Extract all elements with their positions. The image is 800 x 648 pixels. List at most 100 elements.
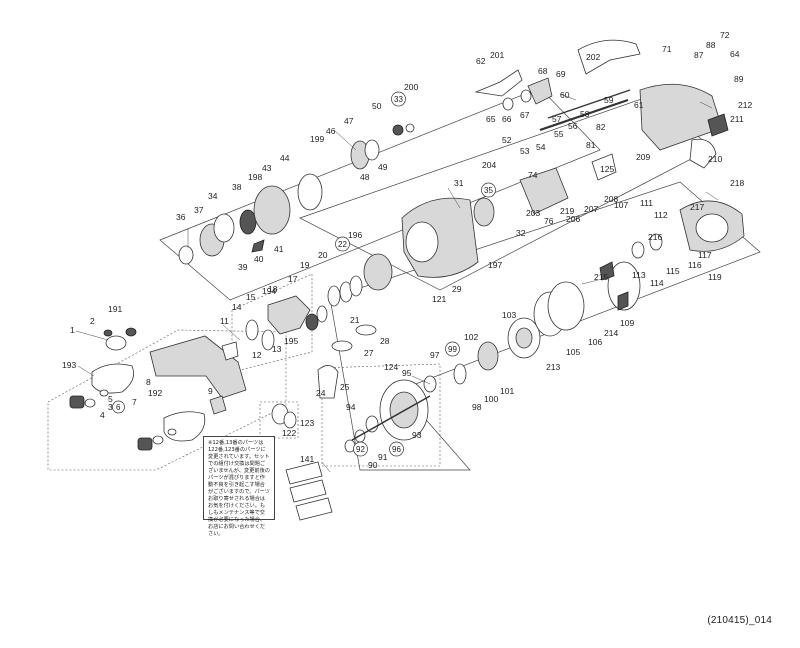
part-label-218: 218 [730,178,744,188]
part-label-2: 2 [90,316,95,326]
part-label-60: 60 [560,90,570,100]
part-label-103: 103 [502,310,516,320]
part-label-25: 25 [340,382,350,392]
part-number-text: 82 [596,122,606,132]
part-label-11: 11 [220,316,229,326]
part-label-88: 88 [706,40,716,50]
part-number-text: 191 [108,304,122,314]
part-label-91: 91 [378,452,388,462]
part-number-text: 95 [402,368,412,378]
part-number-text: 60 [560,90,570,100]
part-label-47: 47 [344,116,354,126]
part-number-text: 106 [588,337,602,347]
part-label-206: 206 [566,214,580,224]
part-number-text: 119 [708,272,722,282]
part-number-text: 90 [368,460,378,470]
part-label-197: 197 [488,260,502,270]
part-number-text: 31 [454,178,464,188]
part-number-text: 207 [584,204,598,214]
plates-141 [285,461,333,521]
part-label-18: 18 [268,284,278,294]
part-label-212: 212 [738,100,752,110]
part-number-text: 196 [348,230,362,240]
part-number-text: 43 [262,163,272,173]
part-number-text: 47 [344,116,354,126]
part-label-116: 116 [688,260,702,270]
part-label-208: 208 [604,194,618,204]
part-label-107: 107 [614,200,628,210]
part-label-101: 101 [500,386,514,396]
part-label-6: 6 [112,400,125,414]
part-label-82: 82 [596,122,606,132]
part-label-213: 213 [546,362,560,372]
part-label-66: 66 [502,114,512,124]
part-label-113: 113 [632,270,646,280]
part-number-text: 116 [688,260,702,270]
part-label-41: 41 [274,244,284,254]
part-label-93: 93 [412,430,422,440]
part-number-text: 27 [364,348,374,358]
part-label-1: 1 [70,325,75,335]
frame-spool-dashed [321,363,441,467]
part-number-text: 48 [360,172,370,182]
part-label-201: 201 [490,50,504,60]
part-label-61: 61 [634,100,644,110]
part-label-90: 90 [368,460,378,470]
part-number-text: 217 [690,202,704,212]
part-label-14: 14 [232,302,242,312]
part-number-text: 117 [698,250,712,260]
part-label-44: 44 [280,153,290,163]
part-label-35: 35 [481,182,496,198]
part-label-3: 3 [108,402,113,412]
part-number-text: 209 [636,152,650,162]
part-label-46: 46 [326,126,336,136]
part-label-76: 76 [544,216,554,226]
part-number-text: 49 [378,162,388,172]
part-label-27: 27 [364,348,374,358]
part-number-text: 19 [300,260,310,270]
part-label-13: 13 [272,344,282,354]
part-label-219: 219 [560,206,574,216]
part-number-text: 206 [566,214,580,224]
part-number-text: 14 [232,302,242,312]
part-number-text: 87 [694,50,704,60]
part-number-text: 37 [194,205,204,215]
circled-label-ring [353,441,368,457]
part-number-text: 36 [176,212,186,222]
part-number-text: 193 [62,360,76,370]
part-label-67: 67 [520,110,530,120]
levelwind-shaft [474,69,631,132]
part-number-text: 21 [350,315,360,325]
frame-upper-left [159,87,601,301]
part-label-217: 217 [690,202,704,212]
part-number-text: 1 [70,325,75,335]
part-number-text: 197 [488,260,502,270]
part-number-text: 58 [580,109,590,119]
part-label-203: 203 [526,208,540,218]
part-number-text: 201 [490,50,504,60]
part-number-text: 69 [556,69,566,79]
part-label-123: 123 [300,418,314,428]
part-label-62: 62 [476,56,486,66]
part-number-text: 28 [380,336,390,346]
part-number-text: 72 [720,30,730,40]
part-number-text: 202 [586,52,600,62]
part-number-text: 81 [586,140,596,150]
part-label-94: 94 [346,402,356,412]
part-label-53: 53 [520,146,530,156]
part-label-199: 199 [310,134,324,144]
part-label-65: 65 [486,114,496,124]
part-label-95: 95 [402,368,412,378]
diagram-code: (210415)_014 [707,615,772,626]
part-number-text: 216 [648,232,662,242]
part-number-text: 102 [464,332,478,342]
part-number-text: 212 [738,100,752,110]
part-label-200: 200 [404,82,418,92]
part-number-text: 107 [614,200,628,210]
part-number-text: 91 [378,452,388,462]
part-label-202: 202 [586,52,600,62]
part-number-text: 88 [706,40,716,50]
part-number-text: 200 [404,82,418,92]
part-label-102: 102 [464,332,478,342]
